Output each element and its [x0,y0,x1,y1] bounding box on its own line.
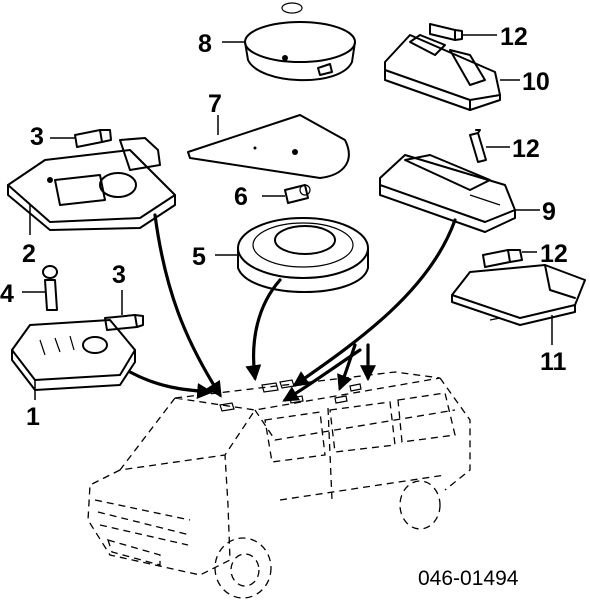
callout-7: 7 [208,90,222,118]
callout-3-mid: 3 [112,261,126,289]
part-11-lens-cover [451,264,586,326]
part-8-cover [244,2,356,82]
part-1-lamp-lens [11,319,136,391]
part-6-bulb [284,184,311,204]
callout-labels: 8 7 12 10 12 9 12 11 3 6 2 5 3 4 1 046-0… [0,23,568,590]
part-2-lamp-housing [7,137,176,231]
callout-9: 9 [542,198,556,226]
part-3-bulb-mid [104,314,144,331]
part-9-light-housing [379,154,516,233]
part-12-bulb-mid [469,129,487,163]
part-3-bulb-top [74,129,112,148]
part-12-bulb-top [429,23,463,41]
part-12-bulb-lower [482,249,523,268]
catalog-number: 046-01494 [418,567,519,590]
callout-3-top: 3 [30,123,44,151]
callout-8: 8 [198,30,212,58]
callout-11: 11 [540,348,567,376]
callout-12-lower: 12 [540,240,568,268]
callout-1: 1 [26,403,40,431]
callout-4: 4 [0,280,14,308]
part-5-round-lamp [237,217,369,293]
part-7-plate [187,114,350,179]
callout-2: 2 [22,240,36,268]
part-10-light-housing [384,34,501,111]
callout-12-top: 12 [500,23,528,51]
callout-6: 6 [234,183,248,211]
callout-5: 5 [192,243,206,271]
callout-10: 10 [522,68,550,96]
location-arrows [128,213,457,402]
van-outline [87,371,471,599]
callout-12-mid: 12 [512,135,540,163]
part-4-fuse [42,265,58,311]
